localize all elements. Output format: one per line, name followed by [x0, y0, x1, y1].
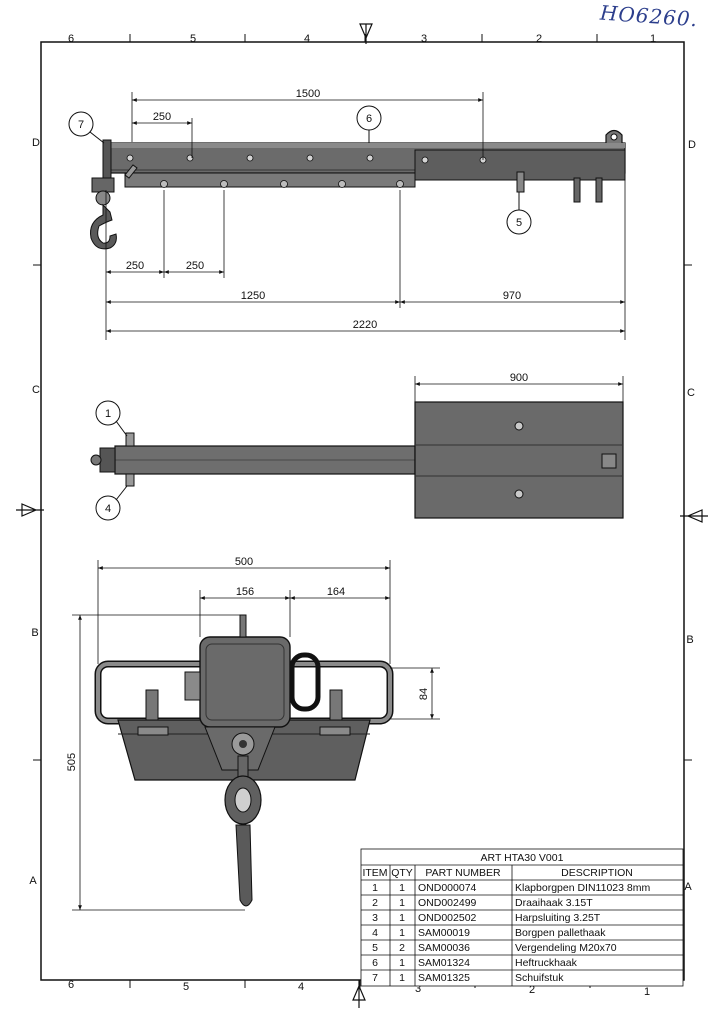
front-view — [94, 614, 394, 907]
grid-right-D: D — [688, 139, 696, 151]
bom-row-4-item: 4 — [372, 927, 378, 939]
bom-row-3-part: OND002502 — [418, 912, 477, 924]
bom-row-1-qty: 1 — [399, 882, 405, 894]
grid-left-A: A — [29, 875, 37, 887]
balloon-4 — [95, 495, 121, 521]
dim-2220: 2220 — [353, 319, 377, 331]
bom-header-qty: QTY — [391, 867, 413, 879]
bom-row-1-part: OND000074 — [418, 882, 477, 894]
grid-right-A: A — [684, 881, 692, 893]
grid-top-1: 1 — [650, 33, 656, 45]
bom-row-5-part: SAM00036 — [418, 942, 470, 954]
bill-of-materials — [360, 848, 684, 987]
top-view — [90, 401, 624, 519]
dim-500: 500 — [235, 556, 253, 568]
bom-row-5-qty: 2 — [399, 942, 405, 954]
bom-row-1-item: 1 — [372, 882, 378, 894]
bom-row-7-part: SAM01325 — [418, 972, 470, 984]
bom-row-3-qty: 1 — [399, 912, 405, 924]
bom-row-6-item: 6 — [372, 957, 378, 969]
grid-top-3: 3 — [421, 33, 427, 45]
grid-left-C: C — [32, 384, 40, 396]
grid-right-B: B — [686, 634, 693, 646]
dim-84: 84 — [418, 688, 430, 700]
bom-row-6-qty: 1 — [399, 957, 405, 969]
bom-row-7-desc: Schuifstuk — [515, 972, 564, 984]
bom-title: ART HTA30 V001 — [481, 852, 564, 864]
dim-250-top: 250 — [153, 111, 171, 123]
dim-250-right: 250 — [186, 260, 204, 272]
dim-164: 164 — [327, 586, 345, 598]
balloon-7 — [68, 111, 94, 137]
balloon-5-label: 5 — [516, 217, 522, 229]
grid-bottom-5: 5 — [183, 981, 189, 993]
bom-row-2-part: OND002499 — [418, 897, 477, 909]
dim-1500: 1500 — [296, 88, 320, 100]
grid-top-5: 5 — [190, 33, 196, 45]
bom-row-4-desc: Borgpen pallethaak — [515, 927, 606, 939]
dim-970: 970 — [503, 290, 521, 302]
grid-left-B: B — [31, 627, 38, 639]
grid-left-D: D — [32, 137, 40, 149]
bom-header-description: DESCRIPTION — [561, 867, 633, 879]
centering-marks — [16, 23, 708, 1008]
bom-row-1-desc: Klapborgpen DIN11023 8mm — [515, 882, 650, 894]
grid-top-6: 6 — [68, 33, 74, 45]
bom-header-part-number: PART NUMBER — [425, 867, 501, 879]
bom-row-2-item: 2 — [372, 897, 378, 909]
bom-row-2-desc: Draaihaak 3.15T — [515, 897, 593, 909]
dim-900: 900 — [510, 372, 528, 384]
balloon-1-label: 1 — [105, 408, 111, 420]
bom-row-7-qty: 1 — [399, 972, 405, 984]
grid-top-4: 4 — [304, 33, 310, 45]
balloon-6-label: 6 — [366, 113, 372, 125]
bom-row-4-part: SAM00019 — [418, 927, 470, 939]
bom-row-3-desc: Harpsluiting 3.25T — [515, 912, 601, 924]
bom-row-4-qty: 1 — [399, 927, 405, 939]
grid-bottom-3: 3 — [415, 983, 421, 995]
dim-505: 505 — [66, 753, 78, 771]
bom-row-6-desc: Heftruckhaak — [515, 957, 578, 969]
bom-row-7-item: 7 — [372, 972, 378, 984]
dim-1250: 1250 — [241, 290, 265, 302]
bom-row-5-item: 5 — [372, 942, 378, 954]
bom-row-3-item: 3 — [372, 912, 378, 924]
grid-bottom-4: 4 — [298, 981, 304, 993]
grid-right-C: C — [687, 387, 695, 399]
bom-row-6-part: SAM01324 — [418, 957, 470, 969]
side-view — [90, 129, 626, 250]
grid-bottom-1: 1 — [644, 986, 650, 998]
bom-row-5-desc: Vergendeling M20x70 — [515, 942, 617, 954]
balloon-1 — [95, 400, 121, 426]
balloon-4-label: 4 — [105, 503, 111, 515]
dim-250-left: 250 — [126, 260, 144, 272]
balloon-7-label: 7 — [78, 119, 84, 131]
grid-bottom-2: 2 — [529, 984, 535, 996]
grid-bottom-6: 6 — [68, 979, 74, 991]
bom-row-2-qty: 1 — [399, 897, 405, 909]
dim-156: 156 — [236, 586, 254, 598]
bom-header-item: ITEM — [362, 867, 387, 879]
grid-top-2: 2 — [536, 33, 542, 45]
